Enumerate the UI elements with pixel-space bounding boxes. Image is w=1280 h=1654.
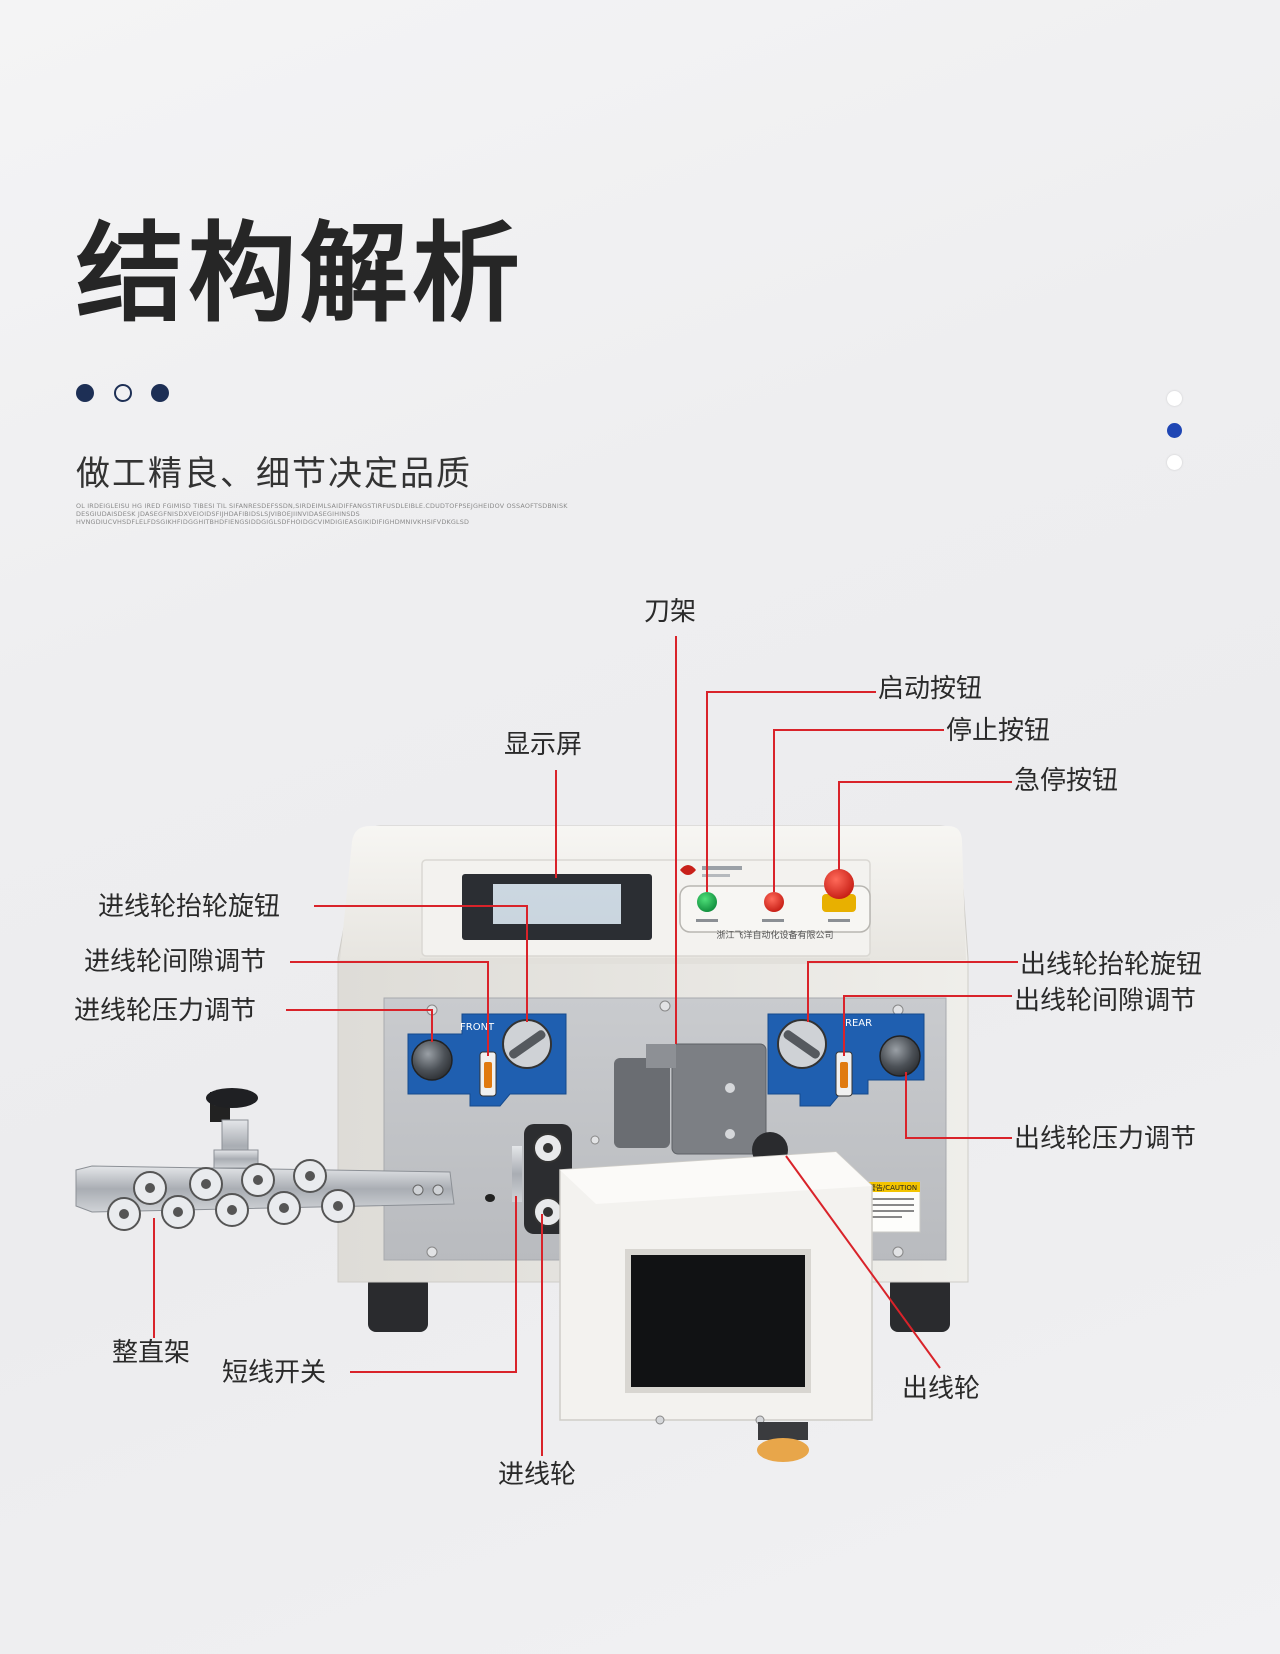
feed-gap-slider[interactable] bbox=[484, 1062, 492, 1088]
label-feed-wheel: 进线轮 bbox=[498, 1460, 577, 1490]
front-label: FRONT bbox=[460, 1022, 495, 1033]
label-stop-button: 停止按钮 bbox=[946, 716, 1051, 746]
display-screen bbox=[462, 874, 652, 940]
leader-short-switch bbox=[350, 1196, 517, 1373]
ruler-strip bbox=[420, 958, 870, 964]
label-feed-lift-knob: 进线轮抬轮旋钮 bbox=[98, 892, 281, 922]
leader-stop-button bbox=[773, 729, 944, 892]
label-straightener: 整直架 bbox=[112, 1338, 191, 1368]
label-output-wheel: 出线轮 bbox=[902, 1374, 981, 1404]
carousel-dot-2 bbox=[114, 384, 132, 402]
subtitle: 做工精良、细节决定品质 bbox=[76, 454, 472, 494]
control-button-panel: 浙江飞洋自动化设备有限公司 bbox=[679, 869, 871, 941]
front-blue-panel: FRONT bbox=[407, 1013, 567, 1107]
label-emergency-stop: 急停按钮 bbox=[1014, 766, 1119, 796]
leader-feed-pressure bbox=[286, 1009, 433, 1042]
carousel-dot-3 bbox=[151, 384, 169, 402]
leader-output-wheel bbox=[785, 1155, 941, 1369]
rear-label: REAR bbox=[845, 1018, 872, 1029]
leader-feed-gap bbox=[290, 961, 489, 1056]
caution-label: 警告/CAUTION bbox=[865, 1181, 921, 1233]
label-short-wire-switch: 短线开关 bbox=[222, 1358, 327, 1388]
panel-brand-text: 浙江飞洋自动化设备有限公司 bbox=[716, 929, 833, 941]
machine-feet bbox=[368, 1276, 950, 1332]
label-start-button: 启动按钮 bbox=[878, 674, 983, 704]
page-title: 结构解析 bbox=[76, 212, 525, 337]
brand-logo bbox=[680, 865, 742, 877]
fine-print-text: OL IRDEIGLEISU HG IRED FGIMISD TIBESI TI… bbox=[76, 502, 568, 526]
callout-leader-lines bbox=[153, 636, 1018, 1456]
stop-button[interactable] bbox=[764, 892, 784, 912]
leader-output-lift-knob bbox=[807, 961, 1018, 1022]
label-output-pressure-adjust: 出线轮压力调节 bbox=[1014, 1124, 1197, 1154]
straightener-rack bbox=[75, 1088, 455, 1231]
output-guard-box bbox=[559, 1151, 873, 1462]
output-pressure-knob[interactable] bbox=[879, 1035, 921, 1077]
leader-output-pressure bbox=[905, 1072, 1012, 1139]
output-gap-slider[interactable] bbox=[840, 1062, 848, 1088]
label-display: 显示屏 bbox=[504, 730, 583, 760]
knife-holder bbox=[614, 1043, 788, 1168]
svg-text:警告/CAUTION: 警告/CAUTION bbox=[869, 1183, 917, 1192]
label-knife-holder: 刀架 bbox=[644, 597, 697, 627]
leader-emergency-stop bbox=[838, 781, 1012, 870]
carousel-dot-1 bbox=[76, 384, 94, 402]
feed-pressure-knob[interactable] bbox=[411, 1039, 453, 1081]
label-feed-gap-adjust: 进线轮间隙调节 bbox=[84, 947, 267, 977]
pager-dot-3[interactable] bbox=[1167, 455, 1182, 470]
pager-dot-2-active[interactable] bbox=[1167, 423, 1182, 438]
rear-blue-panel: REAR bbox=[767, 1013, 925, 1107]
label-output-gap-adjust: 出线轮间隙调节 bbox=[1014, 986, 1197, 1016]
pager-dot-1[interactable] bbox=[1167, 391, 1182, 406]
leader-feed-lift-knob bbox=[314, 905, 528, 1022]
label-output-lift-knob: 出线轮抬轮旋钮 bbox=[1020, 950, 1203, 980]
leader-output-gap bbox=[843, 995, 1012, 1056]
label-feed-pressure-adjust: 进线轮压力调节 bbox=[74, 996, 257, 1026]
leader-start-button bbox=[706, 691, 876, 892]
start-button[interactable] bbox=[697, 892, 717, 912]
emergency-stop-button[interactable] bbox=[824, 869, 854, 899]
